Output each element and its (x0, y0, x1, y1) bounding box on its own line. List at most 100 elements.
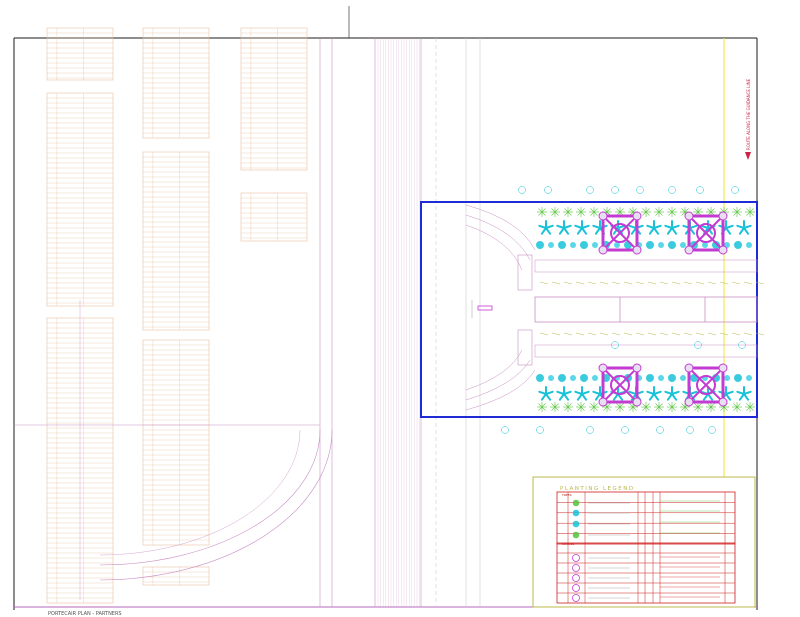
legend-trees-label: TREES (561, 493, 572, 497)
legend-symbol-icon (572, 509, 580, 517)
shrub-icon (668, 374, 676, 382)
plant-tag-icon (586, 426, 594, 434)
north-arrow-icon (745, 152, 751, 160)
shrub-icon (570, 375, 576, 381)
plant-tag-icon (696, 186, 704, 194)
shrub-icon (658, 242, 664, 248)
small-tree-icon (732, 207, 742, 217)
coordinate-table (142, 151, 210, 331)
road-corridor (14, 38, 481, 607)
shrub-icon (680, 242, 686, 248)
shrub-icon (536, 241, 544, 249)
small-tree-icon (745, 402, 755, 412)
small-tree-icon (654, 402, 664, 412)
small-tree-icon (654, 207, 664, 217)
legend-symbol-icon (572, 520, 580, 528)
legend-symbol-icon (572, 584, 580, 592)
small-tree-icon (537, 402, 547, 412)
small-tree-icon (589, 207, 599, 217)
plant-tag-icon (501, 426, 509, 434)
small-tree-icon (693, 402, 703, 412)
coordinate-table (240, 192, 308, 242)
shrub-icon (548, 375, 554, 381)
palm-tree-icon (574, 220, 590, 235)
plant-tag-icon (611, 186, 619, 194)
palm-tree-icon (574, 386, 590, 401)
plant-tag-icon (636, 186, 644, 194)
coordinate-table (46, 92, 114, 307)
plant-tag-icon (708, 426, 716, 434)
shrub-icon (580, 241, 588, 249)
shrub-icon (580, 374, 588, 382)
shrub-icon (558, 241, 566, 249)
small-tree-icon (537, 207, 547, 217)
small-tree-icon (563, 207, 573, 217)
small-tree-icon (667, 402, 677, 412)
palm-tree-icon (538, 386, 554, 401)
palm-tree-icon (664, 386, 680, 401)
plant-tag-icon (731, 186, 739, 194)
drawing-caption: PORTECAIR PLAN - PARTNERS (48, 611, 122, 617)
pavilion-icon (598, 211, 642, 255)
plant-tag-icon (694, 341, 702, 349)
pavilion-icon (598, 363, 642, 407)
small-tree-icon (641, 402, 651, 412)
coordinate-table (46, 27, 114, 81)
shrub-icon (746, 375, 752, 381)
legend-title: PLANTING LEGEND (560, 486, 635, 492)
plant-tag-icon (668, 186, 676, 194)
palm-tree-icon (556, 220, 572, 235)
plant-tag-icon (611, 341, 619, 349)
small-tree-icon (550, 402, 560, 412)
small-tree-icon (745, 207, 755, 217)
plant-tag-icon (738, 341, 746, 349)
small-tree-icon (615, 402, 625, 412)
palm-tree-icon (736, 220, 752, 235)
small-tree-icon (550, 207, 560, 217)
shrub-icon (614, 242, 620, 248)
plant-tag-icon (518, 186, 526, 194)
plant-tag-icon (536, 426, 544, 434)
shrub-icon (658, 375, 664, 381)
plant-tag-icon (586, 186, 594, 194)
planting-legend: PLANTING LEGEND TREES SHRUBS (532, 476, 756, 608)
shrub-icon (734, 374, 742, 382)
small-tree-icon (576, 402, 586, 412)
palm-tree-icon (556, 386, 572, 401)
legend-symbol-icon (572, 594, 580, 602)
coordinate-tables (46, 27, 308, 604)
small-tree-icon (732, 402, 742, 412)
plant-tag-icon (686, 426, 694, 434)
planting-plan (420, 186, 765, 434)
small-tree-icon (576, 207, 586, 217)
shrub-icon (558, 374, 566, 382)
shrub-icon (592, 242, 598, 248)
legend-symbol-icon (572, 531, 580, 539)
small-tree-icon (563, 402, 573, 412)
pavilion-symbols (598, 211, 728, 407)
palm-tree-icon (664, 220, 680, 235)
coordinate-table (142, 27, 210, 139)
road-hatch (377, 38, 420, 607)
legend-symbol-icon (572, 574, 580, 582)
shrub-icon (702, 242, 708, 248)
palm-tree-icon (718, 386, 734, 401)
shrub-icon (536, 374, 544, 382)
coordinate-table (240, 27, 308, 171)
coordinate-table (142, 566, 210, 586)
pavilion-icon (684, 211, 728, 255)
shrub-icon (668, 241, 676, 249)
shrub-icon (646, 374, 654, 382)
shrub-icon (646, 241, 654, 249)
legend-symbol-icon (572, 554, 580, 562)
palm-tree-icon (736, 386, 752, 401)
shrub-icon (724, 375, 730, 381)
plant-tag-icon (621, 426, 629, 434)
coordinate-table (142, 339, 210, 546)
palm-tree-icon (646, 386, 662, 401)
legend-symbol-icon (572, 564, 580, 572)
small-tree-icon (706, 402, 716, 412)
shrub-icon (570, 242, 576, 248)
legend-symbol-icon (572, 499, 580, 507)
